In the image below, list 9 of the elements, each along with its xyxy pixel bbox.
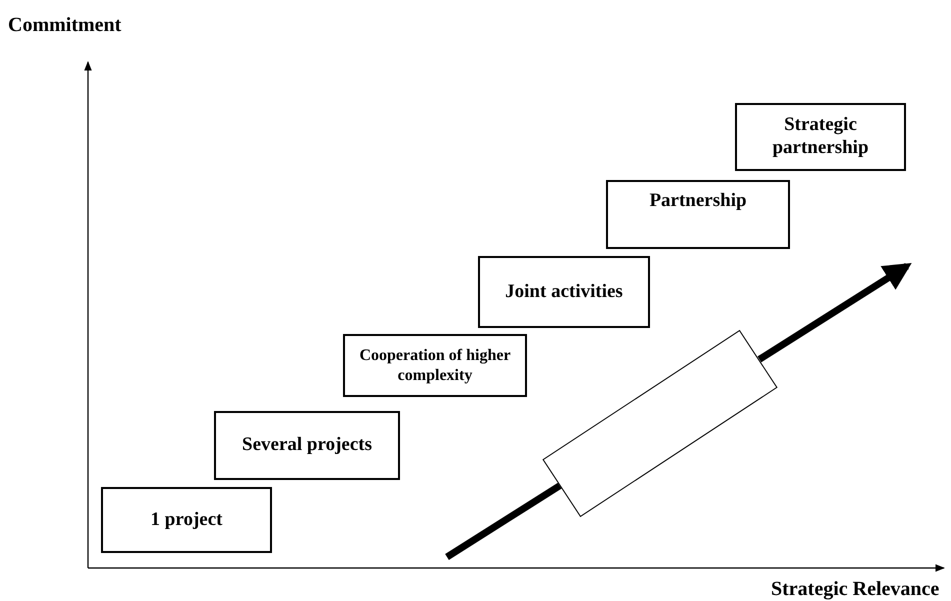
arrow <box>758 263 912 362</box>
axis-label: Strategic Relevance <box>771 578 940 601</box>
stage-box: Several projects <box>214 411 400 480</box>
stage-box: Joint activities <box>478 256 650 328</box>
stage-box: 1 project <box>101 487 272 553</box>
stage-box: Cooperation of higher complexity <box>343 334 527 397</box>
stage-box: Strategic partnership <box>735 103 906 171</box>
axis-label: Commitment <box>8 14 122 37</box>
stage-box: Partnership <box>606 180 790 249</box>
